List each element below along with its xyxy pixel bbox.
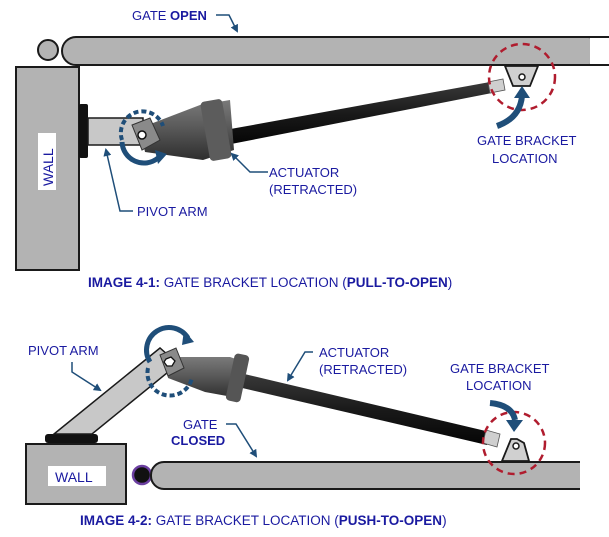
figure-pull-to-open: WALL GATE OPEN [15, 8, 609, 290]
actuator-rod [238, 373, 490, 445]
hinge-closed [131, 464, 153, 486]
pivot-arm-callout-arrow [103, 148, 133, 212]
wall-label-box [38, 133, 56, 190]
figure2-caption: IMAGE 4-2: GATE BRACKET LOCATION (PUSH-T… [80, 513, 447, 528]
actuator-body [131, 99, 234, 161]
gate-closed-label-line2: CLOSED [171, 433, 225, 448]
actuator-rod [225, 82, 492, 145]
bracket-curved-arrow [489, 400, 518, 421]
figure1-caption: IMAGE 4-1: GATE BRACKET LOCATION (PULL-T… [88, 275, 452, 290]
wall-plate [79, 104, 88, 158]
gate-closed-label-line1: GATE [183, 417, 218, 432]
bracket-curved-arrow [495, 95, 525, 129]
bracket-label-line1: GATE BRACKET [450, 361, 550, 376]
gate-closed-callout-arrow [226, 423, 258, 458]
pivot-arm [87, 117, 144, 146]
gate-open-callout-arrow [216, 14, 238, 33]
wall-label-box [48, 466, 106, 486]
pivot-dashed-circle [145, 367, 194, 398]
figure-push-to-open: WALL GATE [25, 325, 609, 528]
actuator-body [159, 347, 250, 403]
gate-open [61, 36, 603, 66]
wall-label: WALL [40, 148, 56, 186]
actuator-label-line2: (RETRACTED) [269, 182, 357, 197]
gate-bracket [503, 65, 540, 87]
gate-bracket [500, 438, 531, 462]
bracket-highlight-circle [487, 42, 557, 112]
actuator-label-line1: ACTUATOR [269, 165, 339, 180]
bracket-label-line1: GATE BRACKET [477, 133, 577, 148]
wall-plate [45, 434, 98, 443]
gate-open-label: GATE OPEN [132, 8, 207, 23]
bracket-label-line2: LOCATION [492, 151, 558, 166]
actuator-callout-arrow [230, 152, 268, 173]
hinge [37, 39, 59, 61]
pivot-arm-callout-arrow [71, 362, 102, 392]
wall-label: WALL [55, 469, 93, 485]
pivot-arm-label: PIVOT ARM [137, 204, 208, 219]
actuator-label-line1: ACTUATOR [319, 345, 389, 360]
actuator-callout-arrow [286, 351, 313, 382]
pivot-rotation-arrow [119, 141, 160, 166]
pivot-rotation-arrow [144, 325, 191, 364]
actuator-label-line2: (RETRACTED) [319, 362, 407, 377]
pivot-dashed-circle [118, 109, 165, 141]
pivot-arm-label: PIVOT ARM [28, 343, 99, 358]
bracket-label-line2: LOCATION [466, 378, 532, 393]
